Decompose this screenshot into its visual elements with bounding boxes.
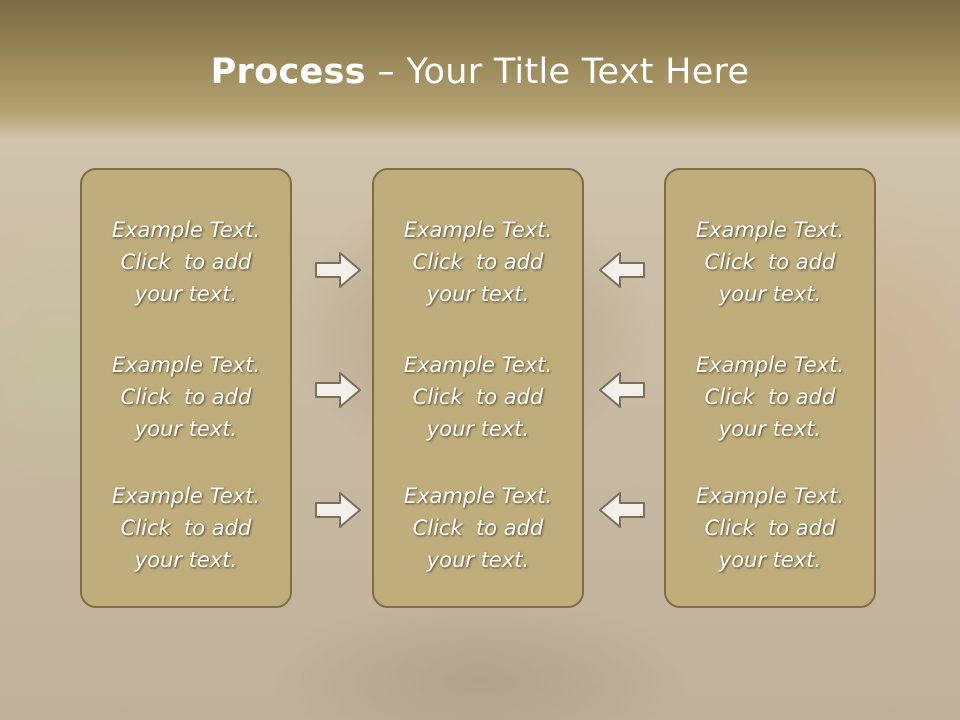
text-block[interactable]: Example Text. Click to add your text.: [82, 214, 290, 310]
text-block[interactable]: Example Text. Click to add your text.: [666, 480, 874, 576]
arrow-right-icon[interactable]: [314, 250, 362, 290]
arrow-left-icon[interactable]: [598, 250, 646, 290]
text-block[interactable]: Example Text. Click to add your text.: [374, 480, 582, 576]
text-line: your text.: [134, 282, 238, 306]
text-line: your text.: [134, 417, 238, 441]
text-line: Example Text.: [695, 218, 845, 242]
arrow-left-icon[interactable]: [598, 370, 646, 410]
text-line: Click to add: [412, 385, 544, 409]
title-rest: – Your Title Text Here: [365, 52, 750, 92]
text-line: Click to add: [704, 250, 836, 274]
text-line: Click to add: [412, 516, 544, 540]
text-line: Click to add: [704, 385, 836, 409]
text-line: Click to add: [120, 250, 252, 274]
text-line: Example Text.: [111, 218, 261, 242]
text-line: Example Text.: [111, 484, 261, 508]
text-line: your text.: [426, 548, 530, 572]
arrow-right-icon[interactable]: [314, 370, 362, 410]
text-line: Example Text.: [111, 353, 261, 377]
process-panel-2[interactable]: Example Text. Click to add your text. Ex…: [372, 168, 584, 608]
process-panel-1[interactable]: Example Text. Click to add your text. Ex…: [80, 168, 292, 608]
slide-title[interactable]: Process – Your Title Text Here: [0, 52, 960, 92]
text-line: Example Text.: [403, 353, 553, 377]
text-line: your text.: [718, 548, 822, 572]
text-block[interactable]: Example Text. Click to add your text.: [82, 480, 290, 576]
text-line: Example Text.: [695, 353, 845, 377]
arrow-right-icon[interactable]: [314, 490, 362, 530]
arrow-left-icon[interactable]: [598, 490, 646, 530]
text-line: Example Text.: [403, 484, 553, 508]
title-bold: Process: [210, 52, 366, 92]
text-line: your text.: [718, 282, 822, 306]
process-panel-3[interactable]: Example Text. Click to add your text. Ex…: [664, 168, 876, 608]
text-block[interactable]: Example Text. Click to add your text.: [666, 349, 874, 445]
text-line: Example Text.: [695, 484, 845, 508]
text-line: Click to add: [704, 516, 836, 540]
text-block[interactable]: Example Text. Click to add your text.: [374, 349, 582, 445]
text-block[interactable]: Example Text. Click to add your text.: [82, 349, 290, 445]
text-line: Click to add: [412, 250, 544, 274]
text-line: Click to add: [120, 385, 252, 409]
text-line: your text.: [718, 417, 822, 441]
text-line: Example Text.: [403, 218, 553, 242]
text-line: your text.: [426, 282, 530, 306]
text-line: your text.: [134, 548, 238, 572]
text-block[interactable]: Example Text. Click to add your text.: [666, 214, 874, 310]
text-line: Click to add: [120, 516, 252, 540]
title-band: [0, 0, 960, 140]
text-block[interactable]: Example Text. Click to add your text.: [374, 214, 582, 310]
text-line: your text.: [426, 417, 530, 441]
